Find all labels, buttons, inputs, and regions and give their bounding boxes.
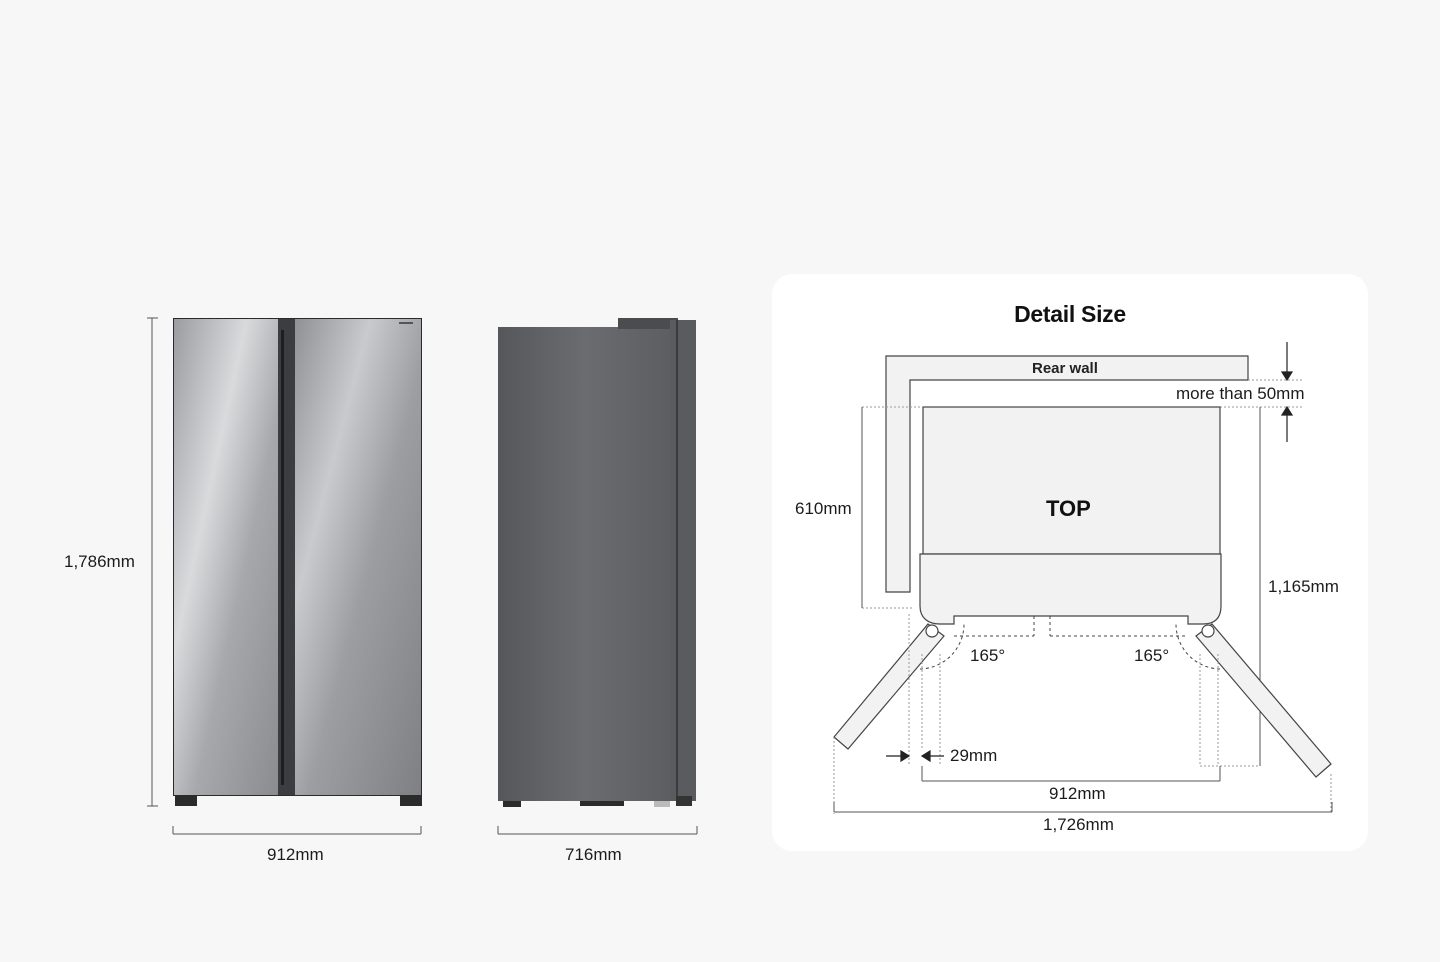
- door-swing-guides: [833, 614, 1332, 814]
- clearance-label: more than 50mm: [1176, 384, 1305, 403]
- rear-wall-outline: [885, 355, 1249, 593]
- angle-arcs: [919, 615, 1221, 670]
- right-door-open: [1195, 623, 1332, 778]
- detail-size-title: Detail Size: [1014, 301, 1126, 327]
- depth-610-label: 610mm: [795, 499, 852, 518]
- front-width-label: 912mm: [267, 845, 324, 864]
- left-door-open: [833, 623, 945, 750]
- front-height-label: 1,786mm: [64, 552, 135, 571]
- front-fridge-body: [173, 318, 422, 796]
- body-width-dimension: [921, 766, 1221, 782]
- hinge-gap-label: 29mm: [950, 746, 998, 765]
- hinge-gap-dimension: [886, 749, 944, 763]
- fridge-top-body: [922, 406, 1221, 555]
- open-width-dimension: [833, 802, 1333, 813]
- side-depth-label: 716mm: [565, 845, 622, 864]
- depth-1165-label: 1,165mm: [1268, 577, 1339, 596]
- detail-size-card: Detail Size: [772, 274, 1368, 851]
- top-view-diagram: [833, 342, 1333, 814]
- angle-left-label: 165°: [970, 646, 1006, 665]
- fridge-door-section: [919, 553, 1222, 625]
- clearance-arrows: [1280, 342, 1294, 442]
- side-depth-dimension: [497, 826, 698, 835]
- body-width-label: 912mm: [1049, 784, 1106, 803]
- side-view-fridge: [498, 318, 696, 807]
- front-width-dimension: [172, 826, 422, 835]
- rear-wall-label: Rear wall: [1032, 360, 1098, 377]
- front-height-dimension: [147, 317, 158, 807]
- top-label: TOP: [1046, 496, 1091, 521]
- angle-right-label: 165°: [1134, 646, 1170, 665]
- front-fridge-feet: [175, 796, 422, 806]
- open-width-label: 1,726mm: [1043, 815, 1114, 834]
